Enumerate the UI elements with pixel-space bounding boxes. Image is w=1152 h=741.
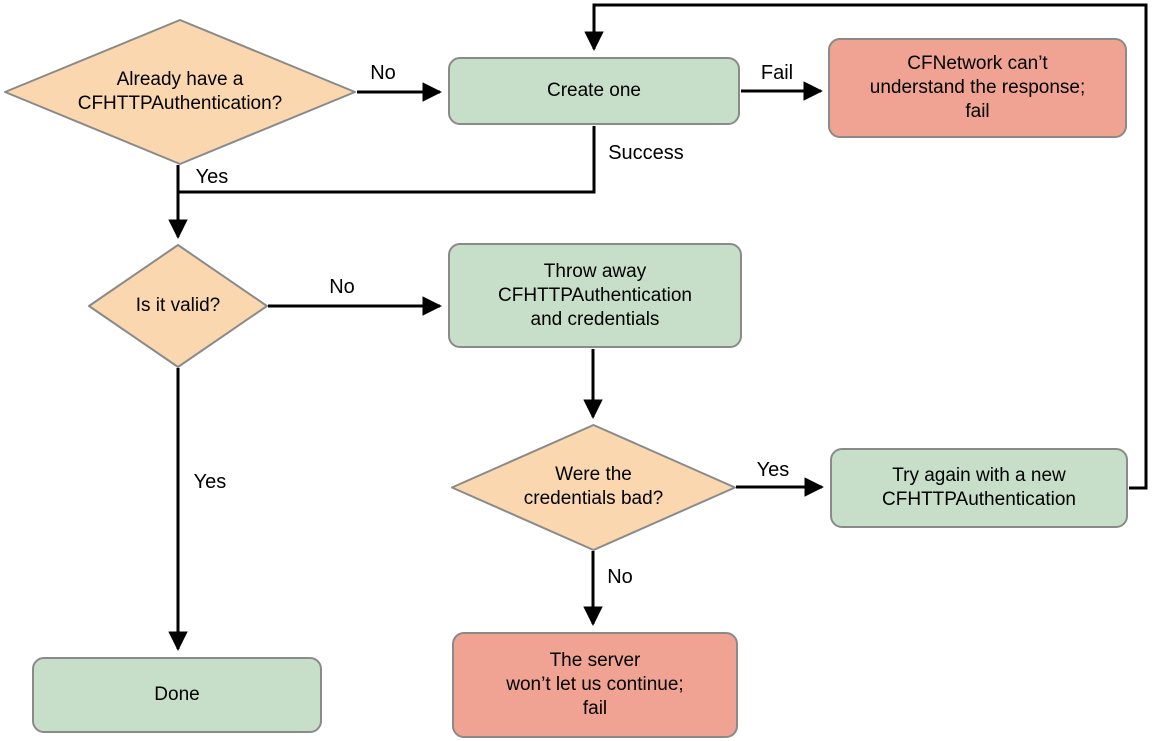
decision-already-have: Already have a CFHTTPAuthentication? [77,69,283,114]
decision-credentials-bad-shape [451,424,736,551]
edge-label-create-fail: Fail [760,62,794,84]
edge-create-success [179,126,596,194]
process-throw-away: Throw away CFHTTPAuthentication and cred… [448,243,742,348]
edge-label-valid-no: No [329,276,355,298]
edge-label-already-yes: Yes [195,166,229,188]
decision-is-valid-shape [88,244,268,368]
decision-is-valid: Is it valid? [135,295,221,316]
edge-label-create-success: Success [608,142,684,164]
edge-label-already-no: No [370,62,396,84]
decision-already-have-shape [4,19,356,165]
decision-credentials-bad: Were the credentials bad? [523,464,664,509]
edge-label-valid-yes: Yes [193,471,227,493]
edge-label-bad-no: No [607,566,633,588]
edge-label-bad-yes: Yes [756,459,790,481]
edge-retry-loop [584,3,1148,490]
process-create-one: Create one [448,57,740,125]
process-done: Done [32,657,322,733]
fail-cfnetwork-cant-understand: CFNetwork can’t understand the response;… [828,38,1127,138]
process-try-again: Try again with a new CFHTTPAuthenticatio… [830,448,1128,528]
fail-server-wont-continue: The server won’t let us continue; fail [452,632,738,738]
